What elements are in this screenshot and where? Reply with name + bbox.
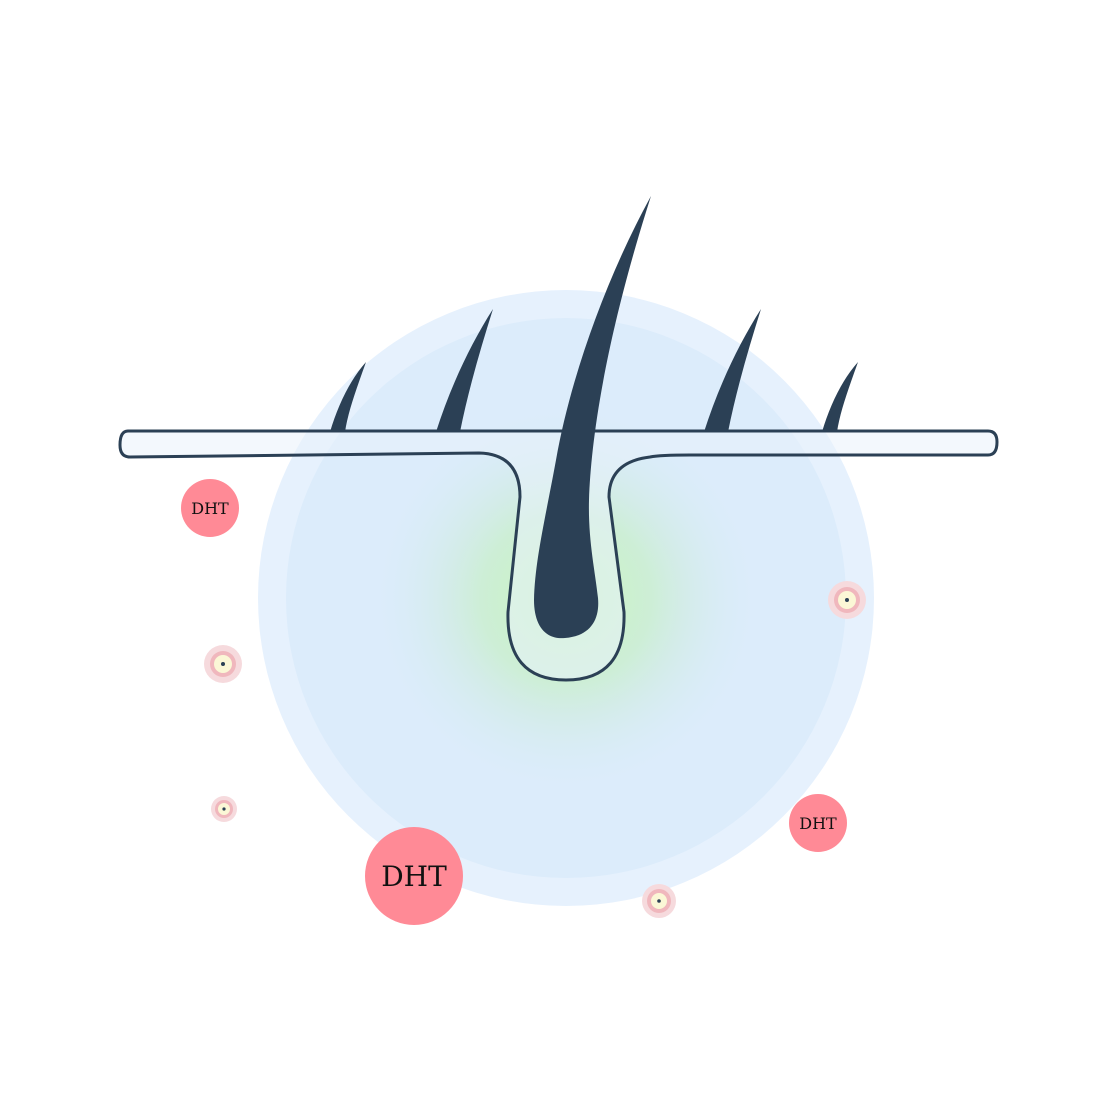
- dht-molecule-small-right: DHT: [789, 794, 847, 852]
- particle-dot: [845, 598, 849, 602]
- particle-dot: [657, 899, 661, 903]
- dht-molecule-large: DHT: [365, 827, 463, 925]
- dht-molecule-icon: [789, 794, 847, 852]
- hair-strand-right: [704, 309, 761, 432]
- dht-label: DHT: [799, 814, 837, 833]
- particle-left-upper: [204, 645, 242, 683]
- main-hair-shaft: [534, 196, 651, 639]
- particle-dot: [221, 662, 225, 666]
- dht-molecule-icon: [365, 827, 463, 925]
- particle-bottom: [642, 884, 676, 918]
- dht-molecule-icon: [181, 479, 239, 537]
- dht-label: DHT: [191, 499, 229, 518]
- particle-dot: [222, 807, 226, 811]
- particle-right-upper: [828, 581, 866, 619]
- hair-strand-far-right: [822, 362, 858, 432]
- dht-molecule-small-left: DHT: [181, 479, 239, 537]
- hair-strand-left: [436, 309, 493, 432]
- particle-left-lower: [211, 796, 237, 822]
- hair-strand-far-left: [330, 362, 366, 432]
- dht-label: DHT: [381, 860, 447, 893]
